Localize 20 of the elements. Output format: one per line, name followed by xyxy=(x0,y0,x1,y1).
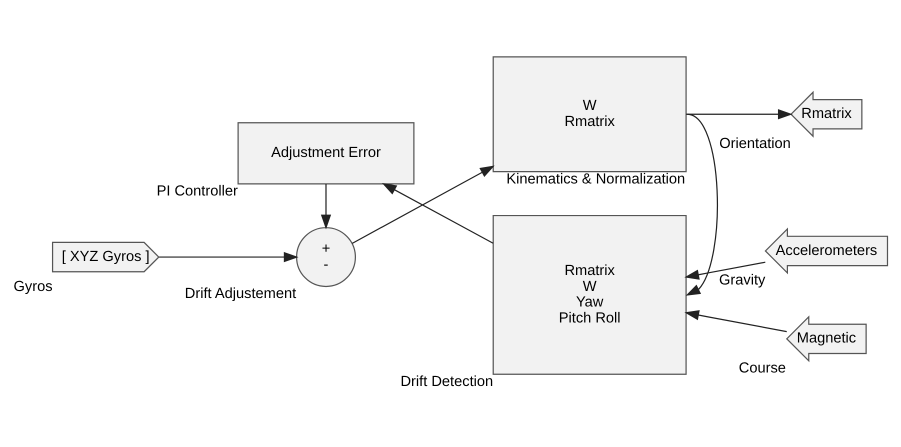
node-label: Drift Adjustement xyxy=(184,286,296,302)
node-label: Gyros xyxy=(14,278,53,295)
node-label: Drift Detection xyxy=(400,374,494,390)
arrow xyxy=(320,184,332,230)
node-label: PI Controller xyxy=(156,184,238,200)
node-circle: + - xyxy=(296,227,356,288)
node-box: W Rmatrix xyxy=(492,56,687,172)
node-label: Orientation xyxy=(719,136,791,152)
arrow xyxy=(684,310,787,332)
arrow xyxy=(352,166,495,244)
arrow xyxy=(686,109,793,120)
arrow xyxy=(159,252,298,262)
node-label: Course xyxy=(738,360,786,377)
node-box: Adjustment Error xyxy=(238,122,414,184)
arrow xyxy=(684,262,766,280)
node-label: Kinematics & Normalization xyxy=(506,171,686,188)
node-label: Gravity xyxy=(719,272,766,289)
arrow xyxy=(686,114,718,296)
node-box: Rmatrix W Yaw Pitch Roll xyxy=(492,214,687,375)
arrow xyxy=(382,182,494,244)
